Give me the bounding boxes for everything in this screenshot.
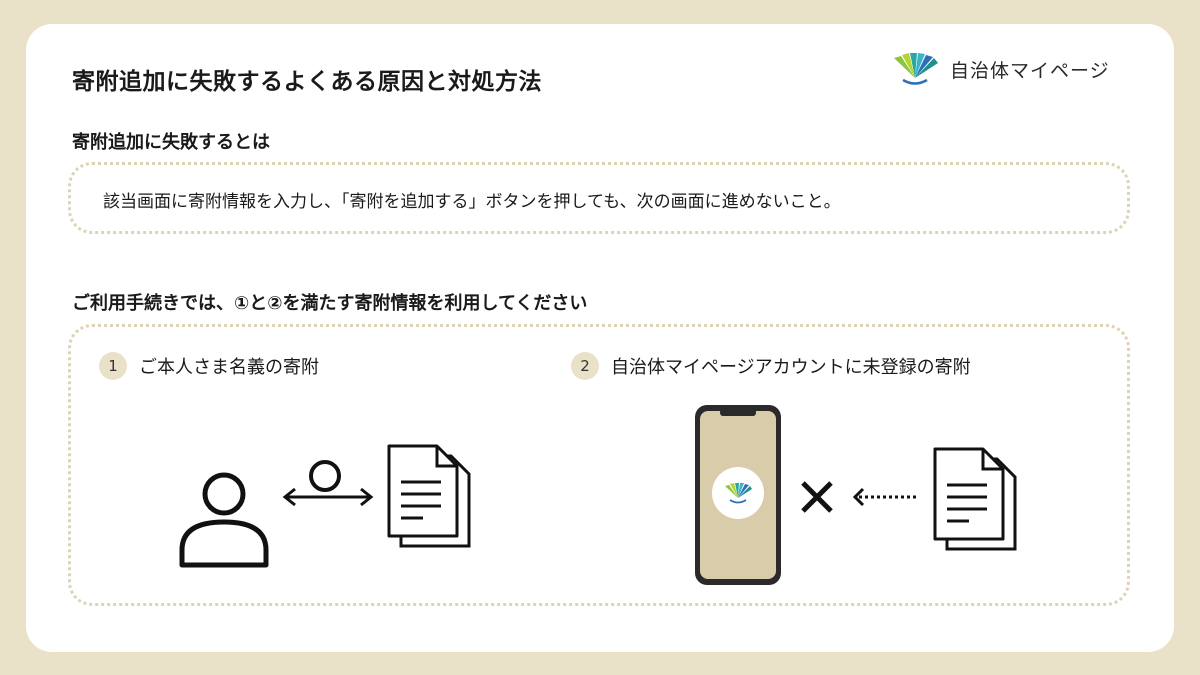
page-title: 寄附追加に失敗するよくある原因と対処方法 xyxy=(72,69,542,95)
condition-number-badge: 1 xyxy=(99,352,127,380)
definition-box: 該当画面に寄附情報を入力し、「寄附を追加する」ボタンを押しても、次の画面に進めな… xyxy=(68,162,1130,234)
dotted-arrow-icon xyxy=(852,487,917,507)
condition-number-badge: 2 xyxy=(571,352,599,380)
logo-text: 自治体マイページ xyxy=(950,59,1110,82)
condition-item-2: 2 自治体マイページアカウントに未登録の寄附 xyxy=(571,352,971,380)
smartphone-icon xyxy=(695,405,781,585)
equal-circle-icon xyxy=(309,460,341,492)
logo-icon xyxy=(894,53,938,85)
main-card: 寄附追加に失敗するよくある原因と対処方法 自治体マイページ 寄附追加に失敗すると… xyxy=(26,24,1174,652)
brand-logo: 自治体マイページ xyxy=(890,52,1110,86)
document-icon xyxy=(387,444,471,548)
conditions-box: 1 ご本人さま名義の寄附 2 自治体マイページアカウントに未登録の寄附 xyxy=(68,324,1130,606)
section-heading-definition: 寄附追加に失敗するとは xyxy=(72,132,270,153)
person-icon xyxy=(179,472,269,568)
double-arrow-icon xyxy=(282,487,374,507)
condition-label: ご本人さま名義の寄附 xyxy=(139,357,319,378)
condition-item-1: 1 ご本人さま名義の寄附 xyxy=(99,352,319,380)
document-icon xyxy=(933,447,1017,551)
section-heading-conditions: ご利用手続きでは、①と②を満たす寄附情報を利用してください xyxy=(72,293,588,314)
definition-text: 該当画面に寄附情報を入力し、「寄附を追加する」ボタンを押しても、次の画面に進めな… xyxy=(103,192,841,212)
cross-icon xyxy=(801,481,833,513)
condition-label: 自治体マイページアカウントに未登録の寄附 xyxy=(611,357,971,378)
